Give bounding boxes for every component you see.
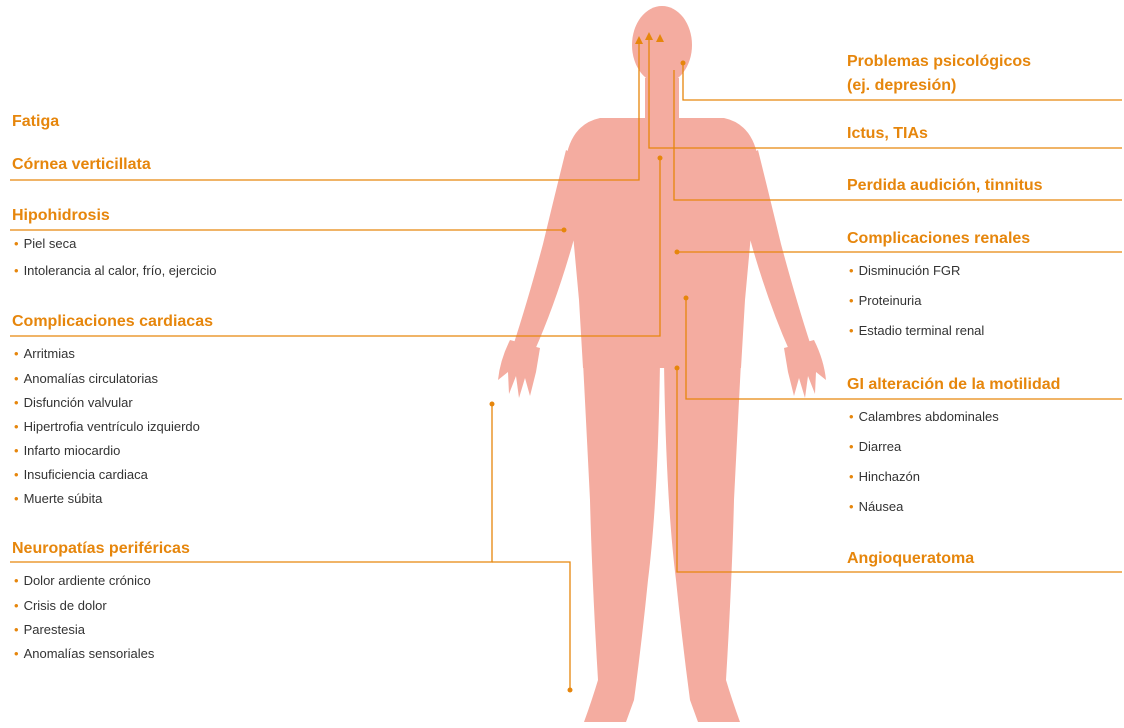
dot-neuropatias-foot xyxy=(568,688,573,693)
angio-title: Angioqueratoma xyxy=(847,549,974,569)
body-right-hand xyxy=(784,340,826,398)
dot-psicologicos xyxy=(681,61,686,66)
cardiacas-item: Arritmias xyxy=(14,346,75,362)
cardiacas-item: Muerte súbita xyxy=(14,491,102,507)
gi-item: Diarrea xyxy=(849,439,901,455)
dot-hipohidrosis xyxy=(562,228,567,233)
hipohidrosis-item: Intolerancia al calor, frío, ejercicio xyxy=(14,263,217,279)
cardiacas-title: Complicaciones cardiacas xyxy=(12,312,213,332)
gi-item: Náusea xyxy=(849,499,903,515)
hipohidrosis-title: Hipohidrosis xyxy=(12,206,110,226)
body-torso xyxy=(566,118,758,368)
dot-renales xyxy=(675,250,680,255)
cardiacas-item: Infarto miocardio xyxy=(14,443,120,459)
dot-angio xyxy=(675,366,680,371)
connector-lines xyxy=(10,38,1122,690)
audicion-title: Perdida audición, tinnitus xyxy=(847,176,1043,196)
psicologicos-title-line2: (ej. depresión) xyxy=(847,76,956,96)
neuropatias-item: Crisis de dolor xyxy=(14,598,107,614)
human-body-silhouette xyxy=(498,6,826,722)
neuropatias-item: Parestesia xyxy=(14,622,85,638)
hipohidrosis-item: Piel seca xyxy=(14,236,76,252)
dot-cardiacas xyxy=(658,156,663,161)
cardiacas-item: Anomalías circulatorias xyxy=(14,371,158,387)
cardiacas-item: Insuficiencia cardiaca xyxy=(14,467,148,483)
fatiga-title: Fatiga xyxy=(12,112,59,132)
neuropatias-foot-connector xyxy=(492,562,570,690)
cornea-title: Córnea verticillata xyxy=(12,155,151,175)
renales-title: Complicaciones renales xyxy=(847,229,1030,249)
body-left-hand xyxy=(498,340,540,398)
gi-item: Calambres abdominales xyxy=(849,409,999,425)
neuropatias-title: Neuropatías periféricas xyxy=(12,539,190,559)
dot-neuropatias xyxy=(490,402,495,407)
ictus-title: Ictus, TIAs xyxy=(847,124,928,144)
cardiacas-item: Disfunción valvular xyxy=(14,395,133,411)
dot-gi xyxy=(684,296,689,301)
body-right-leg xyxy=(664,362,741,722)
neuropatias-item: Anomalías sensoriales xyxy=(14,646,154,662)
psicologicos-title-line1: Problemas psicológicos xyxy=(847,52,1031,72)
renales-item: Disminución FGR xyxy=(849,263,960,279)
cardiacas-item: Hipertrofia ventrículo izquierdo xyxy=(14,419,200,435)
gi-title: GI alteración de la motilidad xyxy=(847,375,1060,395)
gi-item: Hinchazón xyxy=(849,469,920,485)
renales-item: Estadio terminal renal xyxy=(849,323,984,339)
neuropatias-item: Dolor ardiente crónico xyxy=(14,573,151,589)
renales-item: Proteinuria xyxy=(849,293,921,309)
body-left-leg xyxy=(583,362,660,722)
